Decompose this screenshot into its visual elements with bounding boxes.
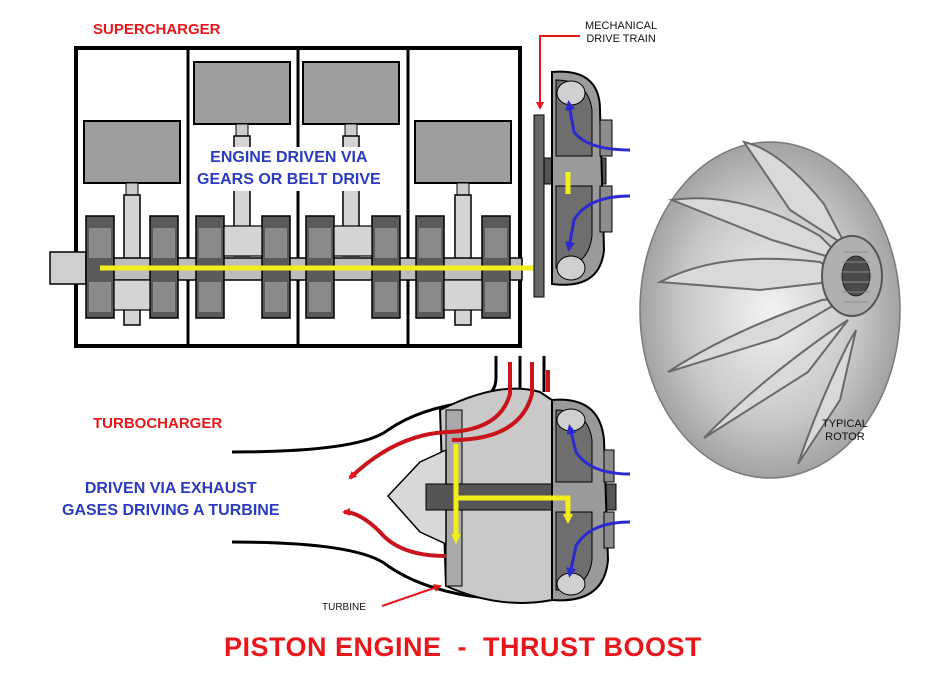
exhaust-line-1: DRIVEN VIA EXHAUST: [84, 480, 257, 497]
typical-rotor-line-1: TYPICAL: [822, 418, 868, 430]
exhaust-caption: DRIVEN VIA EXHAUST GASES DRIVING A TURBI…: [62, 478, 280, 522]
supercharger-compressor: [533, 70, 631, 298]
turbocharger: [231, 356, 631, 607]
turbocharger-label: TURBOCHARGER: [93, 415, 223, 432]
piston-4: [414, 120, 512, 184]
typical-rotor-label: TYPICAL ROTOR: [822, 418, 868, 444]
supercharger-label: SUPERCHARGER: [93, 21, 221, 38]
typical-rotor-line-2: ROTOR: [825, 431, 865, 443]
mechanical-drive-line-1: MECHANICAL: [585, 20, 658, 32]
engine-driven-line-1: ENGINE DRIVEN VIA: [210, 149, 368, 166]
rotor-image: [639, 140, 901, 479]
turbine-label: TURBINE: [322, 602, 366, 613]
turbine-pointer: [381, 584, 442, 607]
mechanical-drive-pointer: [536, 35, 580, 110]
mechanical-drive-line-2: DRIVE TRAIN: [586, 33, 656, 45]
page-title: PISTON ENGINE - THRUST BOOST: [223, 632, 703, 662]
engine-driven-caption: ENGINE DRIVEN VIA GEARS OR BELT DRIVE: [193, 147, 385, 191]
engine-block: [49, 46, 523, 348]
exhaust-line-2: GASES DRIVING A TURBINE: [62, 502, 280, 519]
mechanical-drive-label: MECHANICAL DRIVE TRAIN: [585, 20, 657, 46]
engine-driven-line-2: GEARS OR BELT DRIVE: [197, 171, 381, 188]
piston-1: [83, 120, 181, 184]
piston-3: [302, 61, 400, 125]
crankshaft-nose: [49, 251, 87, 285]
piston-2: [193, 61, 291, 125]
